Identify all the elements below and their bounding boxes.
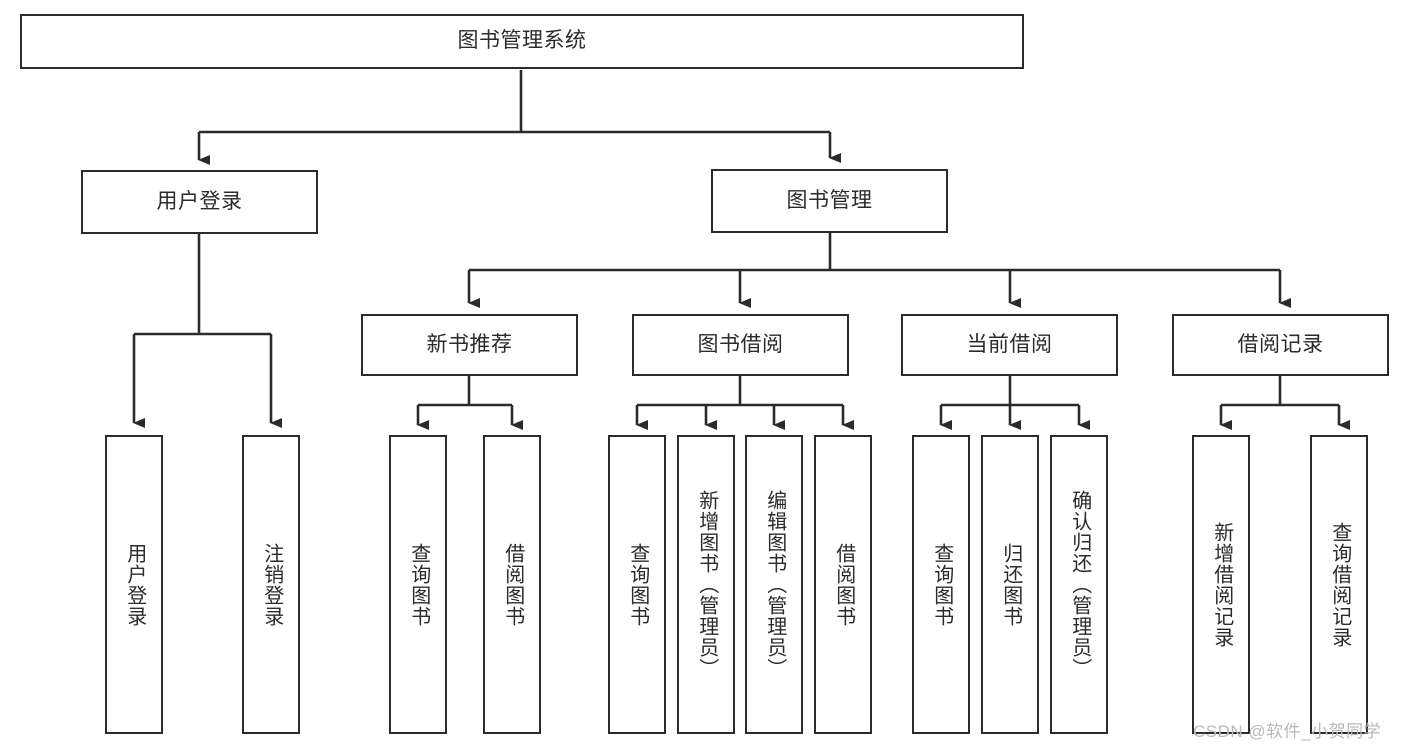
leaf-user-login-login-label: 用户登录 — [123, 542, 146, 627]
leaf-current-borrow-return-label: 归还图书 — [999, 542, 1022, 627]
leaf-book-borrow-edit[interactable]: 编辑图书（管理员） — [745, 435, 803, 734]
leaf-user-login-logout-label: 注销登录 — [260, 542, 283, 627]
leaf-borrow-record-query-label: 查询借阅记录 — [1328, 521, 1351, 648]
node-user-login[interactable]: 用户登录 — [81, 170, 318, 234]
leaf-new-book-borrow-label: 借阅图书 — [501, 542, 524, 627]
leaf-current-borrow-return[interactable]: 归还图书 — [981, 435, 1039, 734]
leaf-current-borrow-confirm-return[interactable]: 确认归还（管理员） — [1050, 435, 1108, 734]
leaf-new-book-query-label: 查询图书 — [407, 542, 430, 627]
node-book-borrow[interactable]: 图书借阅 — [632, 314, 849, 376]
node-root-label: 图书管理系统 — [457, 29, 587, 53]
leaf-book-borrow-query-label: 查询图书 — [626, 542, 649, 627]
leaf-current-borrow-query[interactable]: 查询图书 — [912, 435, 970, 734]
leaf-borrow-record-add[interactable]: 新增借阅记录 — [1192, 435, 1250, 734]
leaf-user-login-login[interactable]: 用户登录 — [105, 435, 163, 734]
leaf-borrow-record-query[interactable]: 查询借阅记录 — [1310, 435, 1368, 734]
node-new-book-recommend[interactable]: 新书推荐 — [361, 314, 578, 376]
leaf-book-borrow-add[interactable]: 新增图书（管理员） — [677, 435, 735, 734]
leaf-book-borrow-add-label: 新增图书（管理员） — [695, 490, 718, 679]
leaf-current-borrow-query-label: 查询图书 — [930, 542, 953, 627]
node-current-borrow-label: 当前借阅 — [966, 332, 1053, 356]
node-book-management-label: 图书管理 — [786, 188, 873, 212]
node-user-login-label: 用户登录 — [156, 189, 243, 213]
leaf-borrow-record-add-label: 新增借阅记录 — [1210, 521, 1233, 648]
node-current-borrow[interactable]: 当前借阅 — [901, 314, 1118, 376]
node-root-system[interactable]: 图书管理系统 — [20, 14, 1024, 69]
leaf-book-borrow-borrow-label: 借阅图书 — [832, 542, 855, 627]
leaf-user-login-logout[interactable]: 注销登录 — [242, 435, 300, 734]
node-book-borrow-label: 图书借阅 — [697, 332, 784, 356]
leaf-new-book-borrow[interactable]: 借阅图书 — [483, 435, 541, 734]
leaf-book-borrow-edit-label: 编辑图书（管理员） — [763, 490, 786, 679]
node-borrow-record[interactable]: 借阅记录 — [1172, 314, 1389, 376]
leaf-current-borrow-confirm-return-label: 确认归还（管理员） — [1068, 490, 1091, 679]
leaf-book-borrow-query[interactable]: 查询图书 — [608, 435, 666, 734]
leaf-book-borrow-borrow[interactable]: 借阅图书 — [814, 435, 872, 734]
node-book-management[interactable]: 图书管理 — [711, 169, 948, 233]
node-new-book-recommend-label: 新书推荐 — [426, 332, 513, 356]
node-borrow-record-label: 借阅记录 — [1237, 332, 1324, 356]
leaf-new-book-query[interactable]: 查询图书 — [389, 435, 447, 734]
